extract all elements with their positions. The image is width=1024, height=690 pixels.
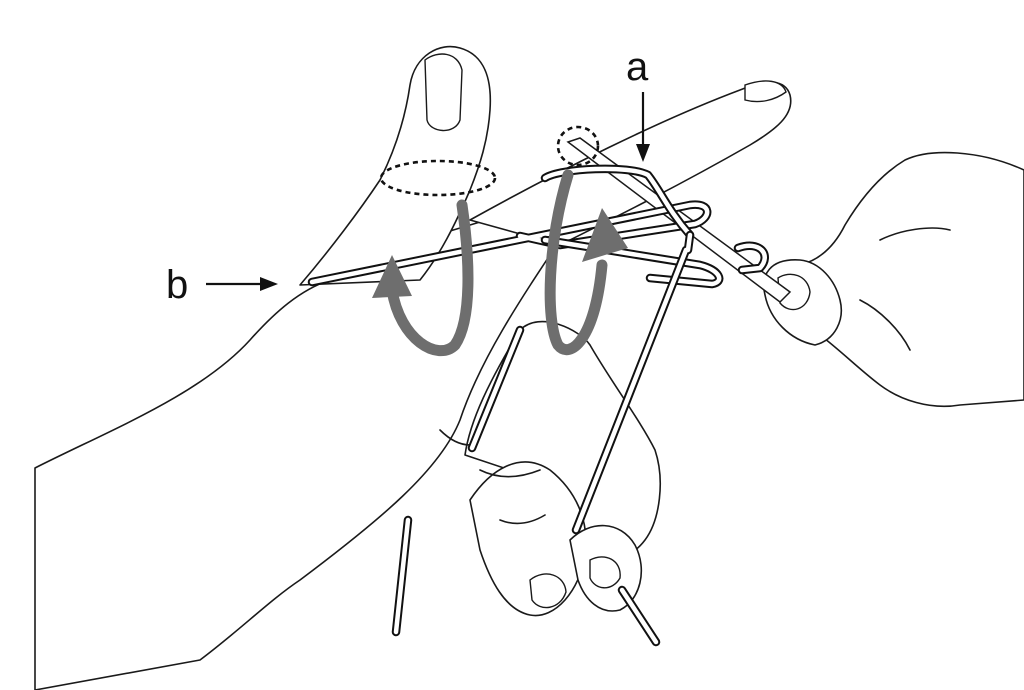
left-thumb-nail bbox=[424, 53, 463, 132]
right-hand bbox=[763, 151, 1024, 408]
yarn-palm-strand bbox=[469, 327, 523, 451]
motion-arrow-right bbox=[544, 169, 628, 355]
dotted-ellipse-thumb bbox=[379, 159, 497, 197]
pointer-b-head bbox=[260, 277, 278, 291]
left-middle-finger bbox=[464, 320, 661, 557]
left-hand-back bbox=[34, 209, 561, 690]
left-hand bbox=[34, 45, 792, 690]
motion-arrow-left-head bbox=[372, 255, 412, 298]
right-hand-creases bbox=[859, 227, 951, 351]
yarn-tail-right bbox=[619, 587, 659, 645]
yarn-strand-b bbox=[309, 202, 710, 285]
left-little-nail bbox=[589, 556, 621, 589]
left-ring-nail bbox=[529, 573, 567, 609]
label-a-group: a bbox=[626, 45, 650, 162]
pointer-a-head bbox=[636, 144, 650, 162]
motion-arrow-right-head bbox=[582, 208, 628, 262]
label-b-group: b bbox=[166, 263, 278, 307]
dotted-circle-needle-tip bbox=[556, 125, 600, 167]
yarn-tail-left bbox=[393, 517, 411, 635]
yarn-strand-lower bbox=[542, 237, 722, 287]
label-b: b bbox=[166, 263, 188, 307]
left-knuckle-creases bbox=[439, 429, 546, 525]
label-a: a bbox=[626, 45, 649, 89]
yarn-diagonal bbox=[573, 232, 693, 533]
yarn-needle-stitch bbox=[735, 243, 767, 273]
right-thumb-nail bbox=[777, 273, 811, 311]
motion-arrow-left bbox=[372, 199, 474, 356]
left-index-nail bbox=[744, 80, 787, 103]
